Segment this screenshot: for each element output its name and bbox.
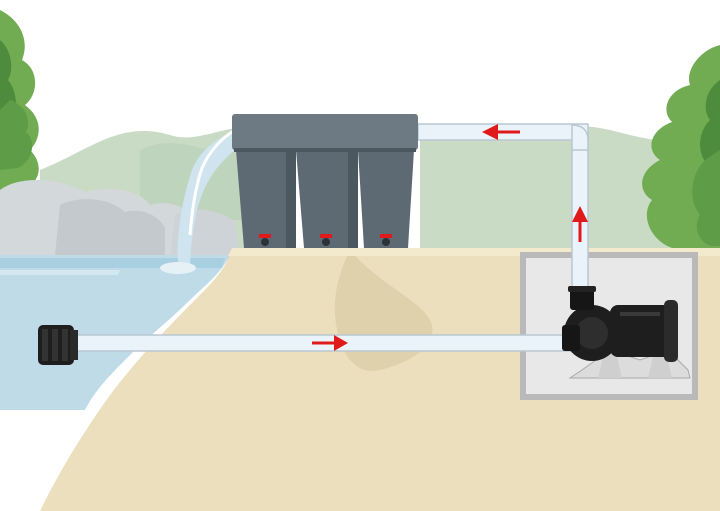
filter-box	[232, 114, 418, 248]
pump	[562, 286, 691, 379]
arrow-right-icon	[312, 335, 348, 351]
foliage-left	[0, 10, 39, 192]
arrow-up-icon	[572, 206, 588, 242]
arrow-left-icon	[482, 124, 520, 140]
foliage-right	[642, 45, 720, 248]
drain-valve-icon	[380, 234, 392, 246]
intake-strainer	[38, 325, 78, 365]
drain-valve-icon	[259, 234, 271, 246]
flow-arrows	[312, 124, 588, 351]
drain-valve-icon	[320, 234, 332, 246]
waterfall	[160, 128, 236, 274]
pipe-elbow	[571, 124, 589, 151]
